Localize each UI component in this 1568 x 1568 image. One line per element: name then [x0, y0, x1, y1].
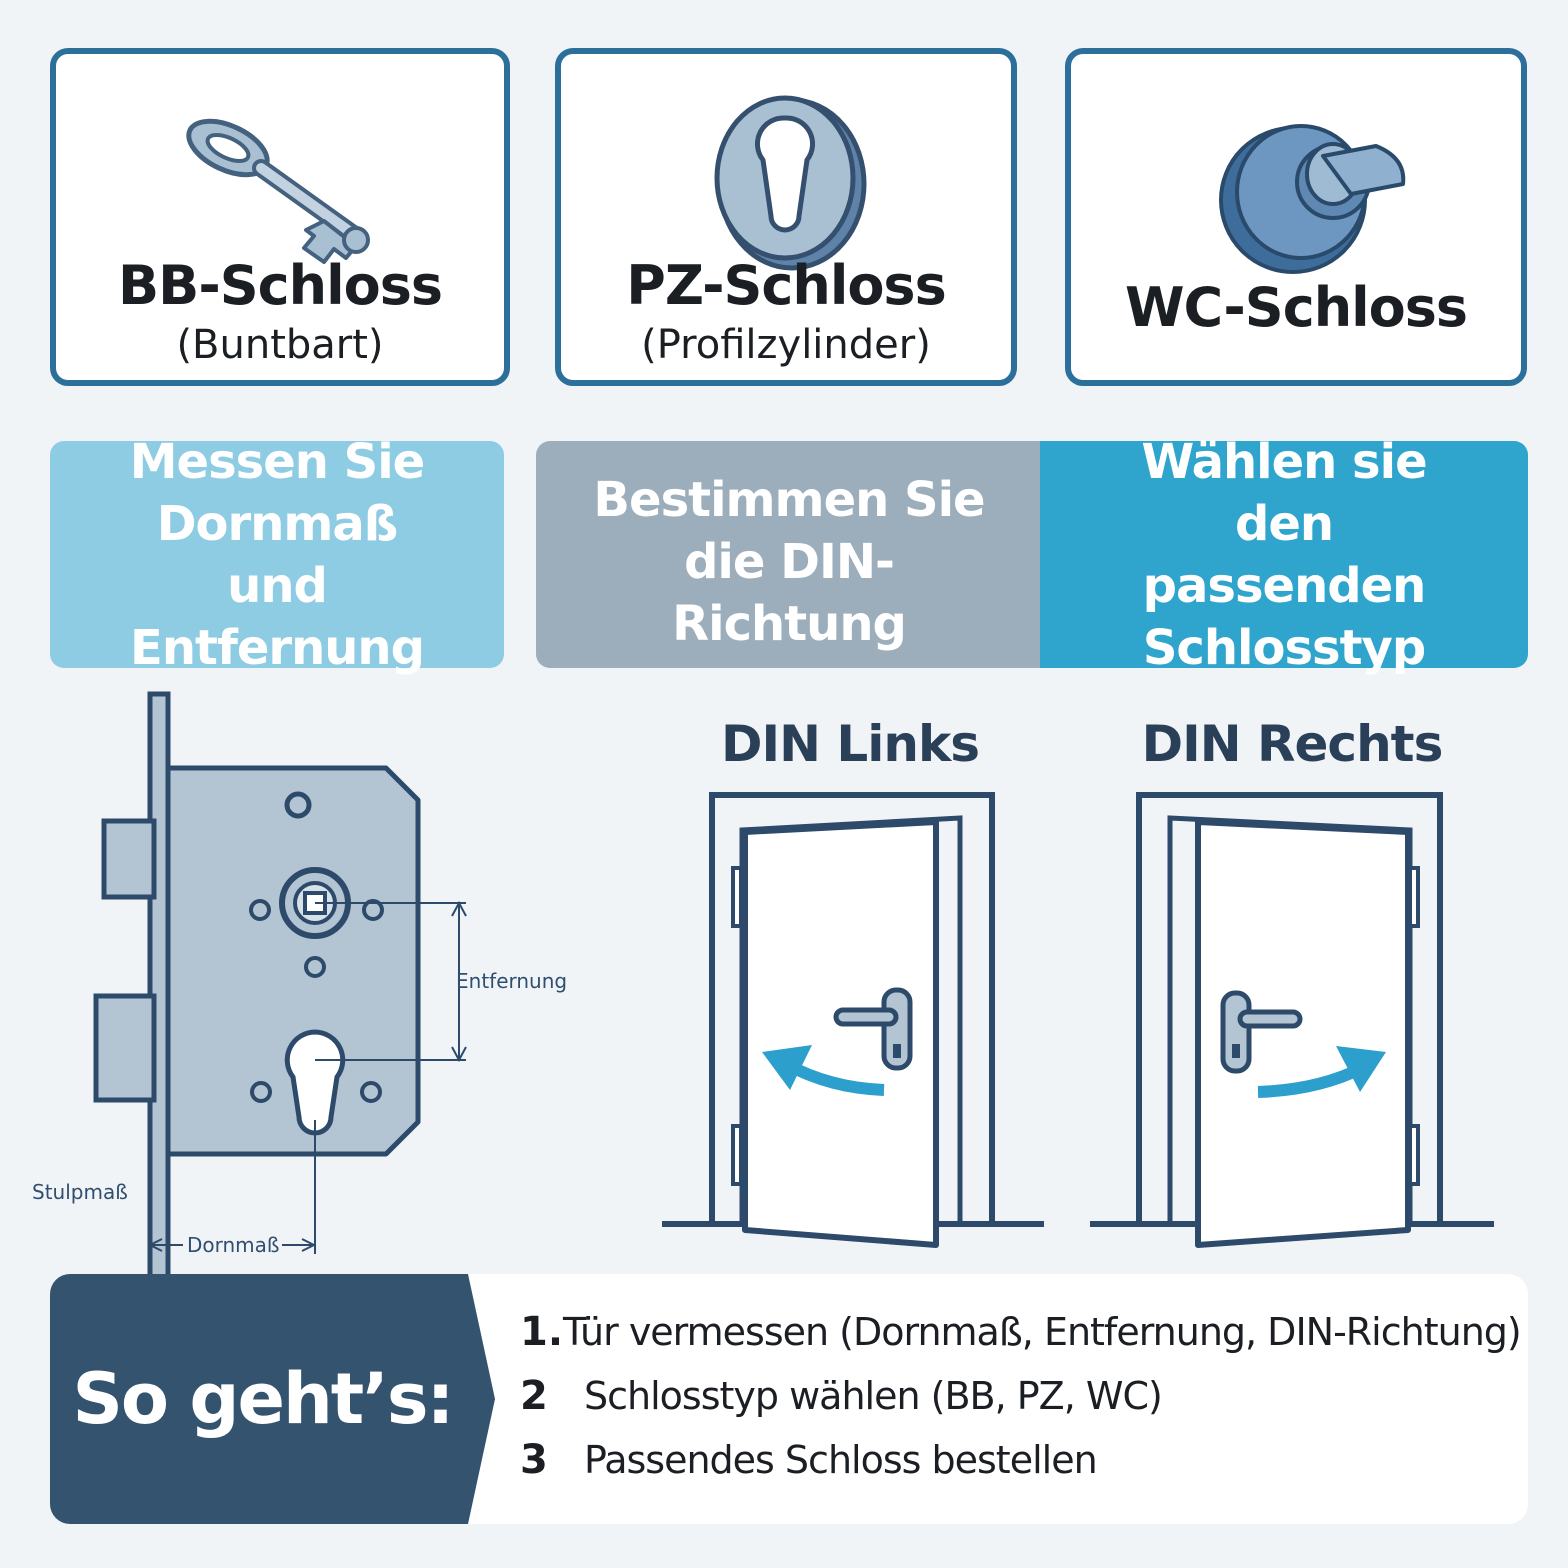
step-din-text: Bestimmen Sie die DIN-Richtung: [593, 472, 985, 652]
how-to-panel: So geht’s: 1. Tür vermessen (Dornmaß, En…: [50, 1274, 1528, 1524]
profile-cylinder-rosette-icon: [714, 95, 867, 271]
door-din-rechts: [1090, 792, 1494, 1248]
step-measure: Messen Sie Dornmaß und Entfernung: [50, 434, 504, 676]
card-title: BB-Schloss: [118, 254, 443, 317]
card-pz-schloss: PZ-Schloss (Profilzylinder): [555, 48, 1017, 386]
step-din-direction: Bestimmen Sie die DIN-Richtung: [536, 441, 1042, 668]
label-stulpmass: Stulpmaß: [32, 1180, 128, 1204]
step-measure-text: Messen Sie Dornmaß und Entfernung: [129, 433, 425, 676]
arrow-right-icon: [1336, 1046, 1386, 1092]
how-to-steps: 1. Tür vermessen (Dornmaß, Entfernung, D…: [520, 1300, 1522, 1492]
step-text: Passendes Schloss bestellen: [584, 1438, 1098, 1482]
mortise-lock-diagram: [93, 691, 467, 1280]
card-subtitle: (Profilzylinder): [641, 322, 931, 368]
step-number: 2: [520, 1373, 548, 1419]
list-item: 2 Schlosstyp wählen (BB, PZ, WC): [520, 1364, 1520, 1428]
step-number: 1.: [520, 1309, 564, 1355]
key-icon: [186, 118, 370, 264]
how-to-heading: So geht’s:: [72, 1358, 454, 1440]
how-to-banner: So geht’s:: [50, 1274, 495, 1524]
door-din-links: [662, 792, 1044, 1248]
step-lock-type: Wählen sie den passenden Schlosstyp: [1040, 434, 1528, 676]
label-dornmass: Dornmaß: [187, 1233, 280, 1257]
wc-turn-knob-icon: [1219, 124, 1406, 274]
step-lock-type-text: Wählen sie den passenden Schlosstyp: [1141, 433, 1427, 676]
card-title: PZ-Schloss: [626, 254, 946, 317]
list-item: 1. Tür vermessen (Dornmaß, Entfernung, D…: [520, 1300, 1522, 1364]
label-entfernung: Entfernung: [456, 969, 568, 993]
step-text: Schlosstyp wählen (BB, PZ, WC): [584, 1374, 1163, 1418]
card-title: WC-Schloss: [1124, 276, 1468, 339]
card-subtitle: (Buntbart): [176, 322, 384, 368]
step-number: 3: [520, 1437, 548, 1483]
step-text: Tür vermessen (Dornmaß, Entfernung, DIN-…: [563, 1310, 1522, 1354]
card-wc-schloss: WC-Schloss: [1065, 48, 1527, 386]
din-rechts-title: DIN Rechts: [1141, 715, 1444, 773]
din-links-title: DIN Links: [721, 715, 980, 773]
list-item: 3 Passendes Schloss bestellen: [520, 1428, 1520, 1492]
arrow-left-icon: [762, 1045, 812, 1090]
card-bb-schloss: BB-Schloss (Buntbart): [50, 48, 510, 386]
